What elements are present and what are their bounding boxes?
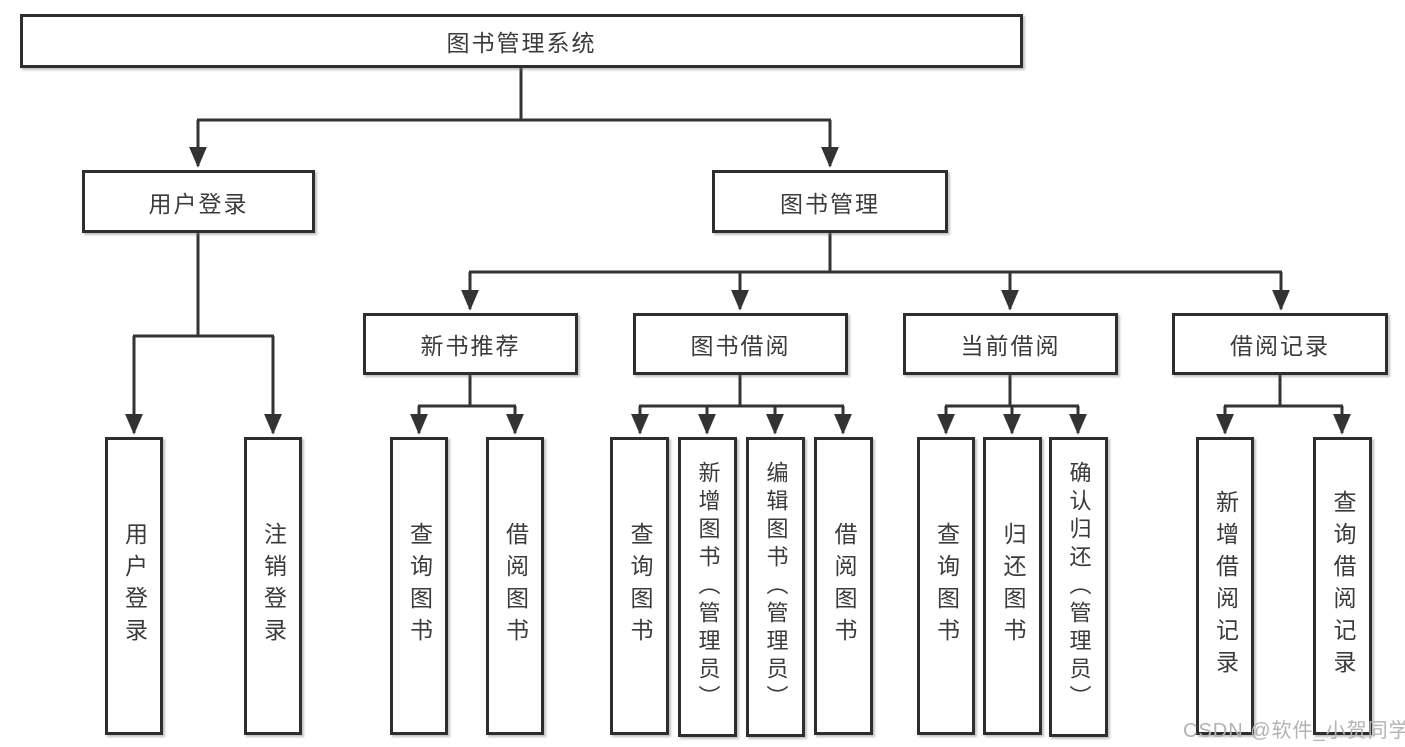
node-label: 借阅图书 bbox=[831, 522, 857, 650]
node-label: 编辑图书（管理员） bbox=[763, 461, 789, 713]
csdn-watermark: CSDN @软件_小贺同学 bbox=[1183, 720, 1405, 742]
node-label: 查询图书 bbox=[627, 522, 653, 650]
leaf-query-books-borrowing: 查询图书 bbox=[610, 437, 669, 735]
node-label: 借阅记录 bbox=[1230, 333, 1330, 359]
node-book-management: 图书管理 bbox=[712, 170, 948, 233]
node-user-login: 用户登录 bbox=[82, 170, 315, 233]
node-label: 注销登录 bbox=[260, 522, 287, 650]
leaf-edit-books-admin: 编辑图书（管理员） bbox=[746, 437, 805, 737]
node-label: 查询图书 bbox=[406, 522, 433, 650]
leaf-user-login: 用户登录 bbox=[105, 437, 163, 735]
node-new-book-recommend: 新书推荐 bbox=[363, 313, 578, 375]
leaf-borrow-books-recommend: 借阅图书 bbox=[486, 437, 544, 735]
leaf-query-borrow-record: 查询借阅记录 bbox=[1313, 437, 1372, 735]
leaf-add-borrow-record: 新增借阅记录 bbox=[1196, 437, 1254, 735]
leaf-query-books-current: 查询图书 bbox=[917, 437, 975, 735]
node-label: 图书管理 bbox=[780, 190, 880, 217]
node-label: 图书管理系统 bbox=[446, 30, 597, 56]
leaf-return-books: 归还图书 bbox=[983, 437, 1042, 735]
leaf-confirm-return-admin: 确认归还（管理员） bbox=[1049, 437, 1108, 737]
node-label: 当前借阅 bbox=[960, 333, 1061, 359]
node-book-borrowing: 图书借阅 bbox=[633, 313, 848, 375]
node-label: 查询借阅记录 bbox=[1330, 490, 1356, 682]
node-label: 确认归还（管理员） bbox=[1066, 461, 1092, 713]
leaf-logout: 注销登录 bbox=[244, 437, 302, 735]
node-label: 新增图书（管理员） bbox=[695, 461, 721, 713]
leaf-add-books-admin: 新增图书（管理员） bbox=[678, 437, 737, 737]
node-label: 图书借阅 bbox=[690, 333, 791, 359]
node-label: 借阅图书 bbox=[502, 522, 529, 650]
node-label: 归还图书 bbox=[1000, 522, 1026, 650]
node-label: 新书推荐 bbox=[420, 333, 521, 359]
leaf-borrow-books: 借阅图书 bbox=[814, 437, 873, 735]
node-current-borrowing: 当前借阅 bbox=[903, 313, 1118, 375]
node-label: 新增借阅记录 bbox=[1212, 490, 1239, 682]
node-label: 用户登录 bbox=[148, 190, 249, 217]
node-label: 用户登录 bbox=[121, 522, 148, 650]
node-library-management-system: 图书管理系统 bbox=[20, 14, 1023, 68]
node-borrowing-records: 借阅记录 bbox=[1172, 313, 1388, 375]
node-label: 查询图书 bbox=[933, 522, 960, 650]
leaf-query-books-recommend: 查询图书 bbox=[390, 437, 448, 735]
